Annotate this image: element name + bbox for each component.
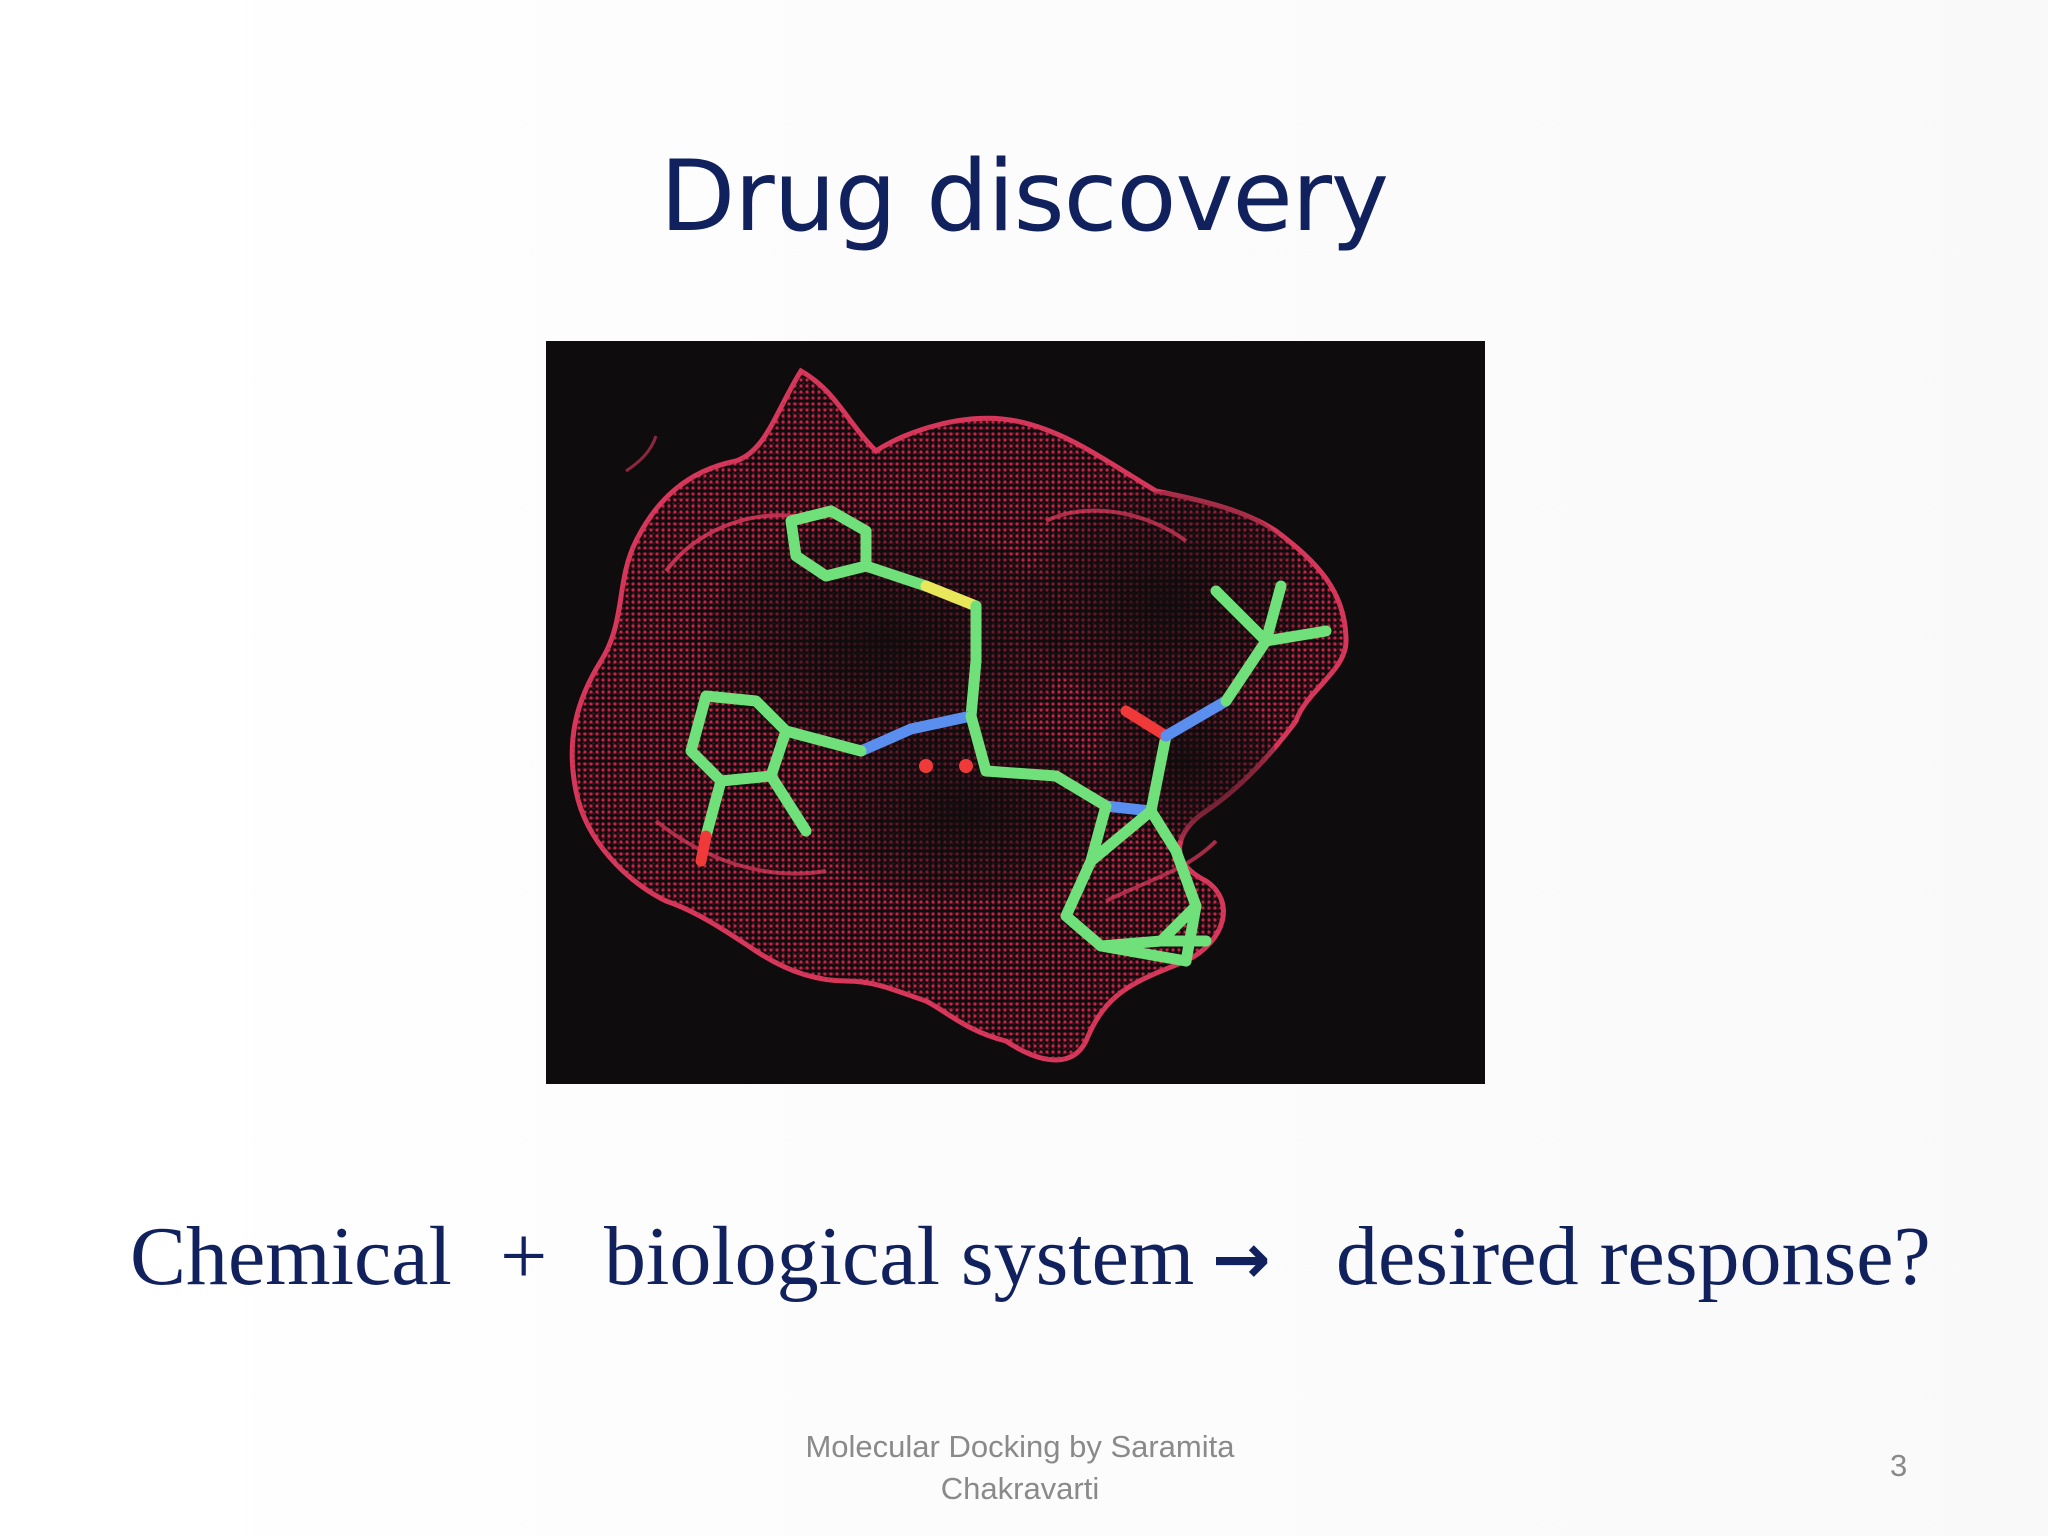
slide-title: Drug discovery [659, 140, 1389, 254]
protein-surface [569, 367, 1349, 1063]
term-biological-system: biological system [604, 1210, 1195, 1303]
page-number: 3 [1890, 1448, 1908, 1483]
footer-credit: Molecular Docking by Saramita Chakravart… [760, 1426, 1280, 1510]
molecule-docking-image [546, 341, 1485, 1084]
drug-discovery-equation: Chemical + biological system → desired r… [0, 1208, 2048, 1318]
arrow-right-icon: → [1212, 1218, 1271, 1300]
plus-operator: + [500, 1210, 548, 1303]
footer-line-1: Molecular Docking by Saramita [805, 1429, 1235, 1464]
term-chemical: Chemical [130, 1210, 452, 1303]
footer-line-2: Chakravarti [940, 1471, 1100, 1506]
ligand-molecule [685, 505, 1332, 967]
term-desired-response: desired response? [1336, 1210, 1931, 1303]
